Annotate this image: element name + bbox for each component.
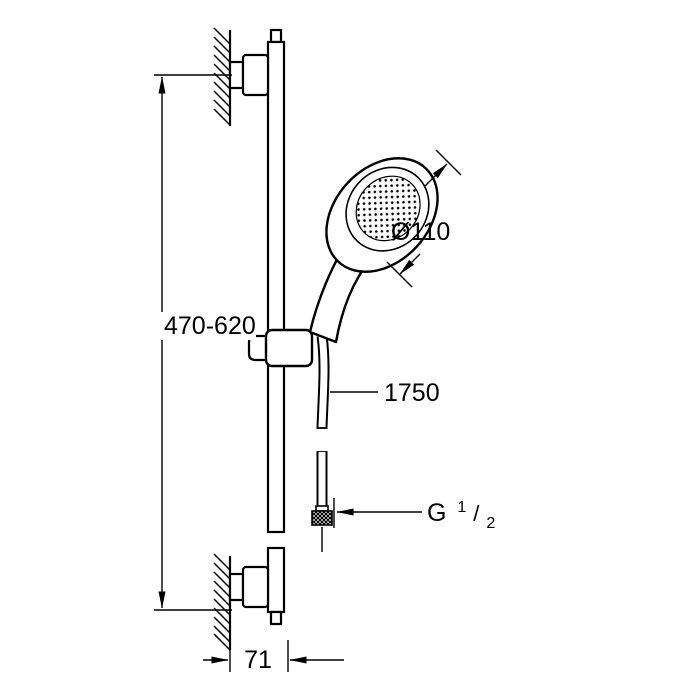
- shower-hose-lower: [316, 451, 328, 506]
- rail-top-cap: [269, 28, 283, 44]
- spray-face-nozzles: [355, 175, 421, 242]
- dimension-thread-size: G 1 / 2: [333, 490, 495, 532]
- connector-nut: [311, 510, 333, 526]
- thread-slash: /: [473, 501, 480, 526]
- rail-upper-segment: [266, 40, 286, 534]
- hose-length-label: 1750: [384, 379, 440, 407]
- wall-bottom: [213, 553, 232, 651]
- wall-hatch-top: [213, 27, 231, 126]
- hose-connector: [311, 505, 333, 552]
- wall-offset-label: 71: [244, 646, 272, 674]
- thread-numerator: 1: [457, 499, 466, 516]
- dimension-rail-length: 470-620: [154, 74, 256, 611]
- bottom-wall-mount: [228, 565, 270, 609]
- spray-face-rim: [345, 166, 430, 252]
- rail-length-label: 470-620: [164, 312, 256, 340]
- dimension-head-diameter: Ø110: [386, 149, 462, 288]
- rail-holder: [247, 328, 314, 368]
- top-wall-mount: [228, 53, 270, 97]
- rail-bottom-cap: [269, 610, 283, 626]
- thread-g: G: [427, 499, 446, 527]
- hand-shower-head: [325, 157, 439, 273]
- dimension-hose-length: 1750: [330, 379, 440, 407]
- rail-lower-segment: [266, 546, 286, 614]
- thread-denominator: 2: [486, 515, 495, 532]
- wall-top: [213, 27, 232, 126]
- thread-size-label: G 1 / 2: [427, 490, 495, 532]
- shower-rail: [266, 28, 286, 626]
- head-diameter-label: Ø110: [391, 218, 450, 246]
- shower-hose-upper: [316, 335, 330, 429]
- wall-hatch-bottom: [213, 553, 231, 651]
- holder-body: [264, 328, 314, 368]
- dimension-wall-offset: 71: [203, 640, 344, 674]
